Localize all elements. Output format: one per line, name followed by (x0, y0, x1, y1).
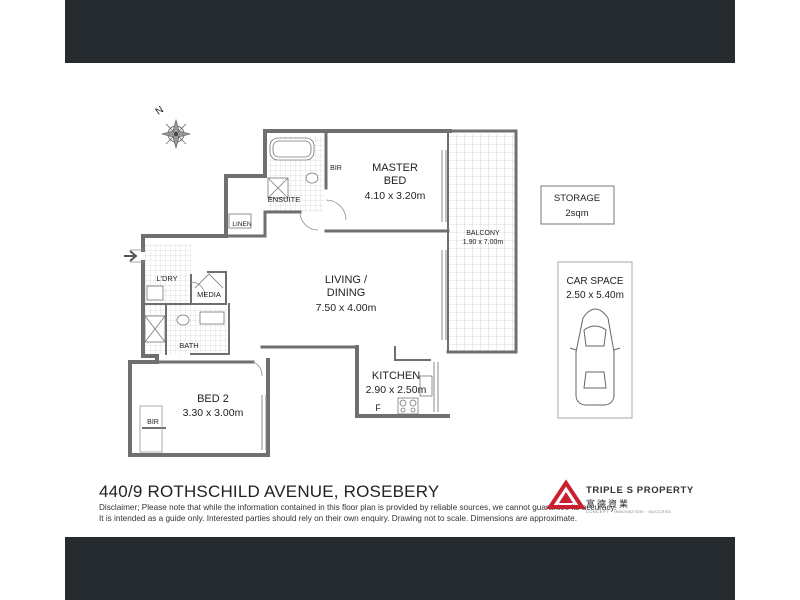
bottom-dark-band (65, 537, 735, 600)
balcony-tiles (448, 134, 516, 352)
bath-basin-icon (199, 311, 225, 325)
kitchen-name: KITCHEN (372, 370, 420, 382)
car-icon (569, 308, 621, 406)
bed2-dims: 3.30 x 3.00m (183, 407, 244, 419)
laundry-label: L'DRY (156, 274, 177, 283)
north-compass-icon (160, 118, 192, 150)
linen-label: LINEN (232, 221, 251, 228)
disclaimer-line-1: Disclaimer; Please note that while the i… (99, 503, 617, 512)
brand-name: TRIPLE S PROPERTY (586, 485, 694, 496)
north-label: N (154, 104, 166, 117)
toilet-icon (305, 172, 319, 184)
bed2-bir-label: BIR (147, 419, 159, 426)
laundry-tub-icon (146, 285, 164, 301)
entry-arrow-icon (124, 250, 138, 262)
balcony-dims: 1.90 x 7.00m (463, 239, 504, 246)
kitchen-dims: 2.90 x 2.50m (366, 384, 427, 396)
storage-name: STORAGE (554, 193, 600, 204)
master-bir-label: BIR (330, 165, 342, 172)
laundry-tiles (143, 244, 191, 312)
living-dining-name: LIVING /DINING (325, 274, 368, 299)
bath-label: BATH (179, 341, 198, 350)
kitchen-sink-icon (419, 375, 433, 397)
brand-chinese: 富德資業 (586, 499, 631, 509)
storage-box (540, 185, 615, 225)
bed2-name: BED 2 (197, 393, 229, 405)
linen-cupboard-icon (228, 213, 252, 229)
car-space-name: CAR SPACE (566, 276, 623, 287)
ensuite-label: ENSUITE (268, 195, 301, 204)
balcony-name: BALCONY (466, 230, 500, 237)
windows (261, 150, 447, 450)
media-niche-icon (194, 273, 224, 289)
fixtures (139, 137, 433, 453)
bed2-robe-icon (139, 405, 163, 453)
top-dark-band (65, 0, 735, 63)
bathtub-icon (269, 137, 315, 161)
doors (130, 199, 347, 377)
storage-size: 2sqm (565, 208, 588, 219)
brand-tagline: CONCEPT · INNOVATION · SUCCESS (586, 509, 672, 514)
car-space-dims: 2.50 x 5.40m (566, 290, 624, 301)
fridge-label: F (375, 403, 381, 413)
media-label: MEDIA (197, 290, 221, 299)
bath-toilet-icon (176, 314, 190, 326)
living-dining-dims: 7.50 x 4.00m (316, 302, 377, 314)
master-bed-dims: 4.10 x 3.20m (365, 190, 426, 202)
property-address: 440/9 ROTHSCHILD AVENUE, ROSEBERY (99, 482, 440, 501)
cooktop-icon (397, 397, 419, 415)
disclaimer-line-2: It is intended as a guide only. Interest… (99, 514, 578, 523)
walls (128, 129, 518, 457)
